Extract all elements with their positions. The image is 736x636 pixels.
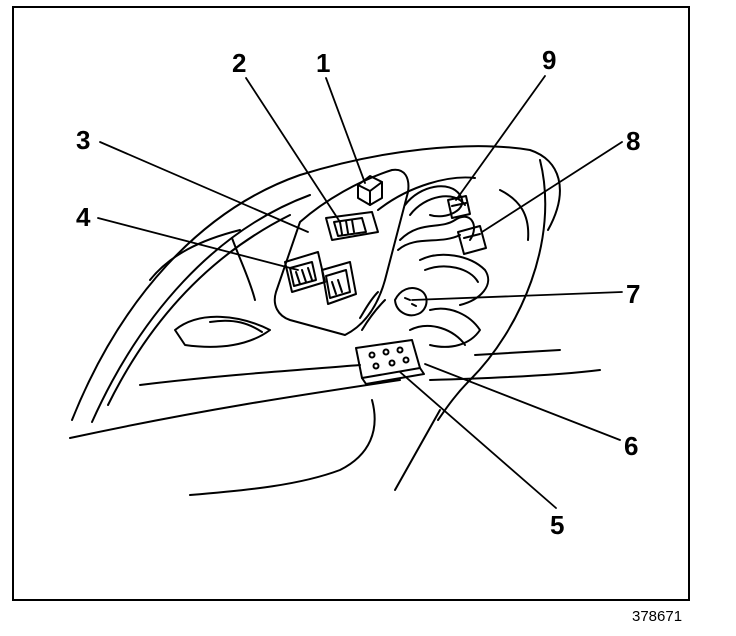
door-lock-switch: [325, 211, 379, 241]
callout-8: 8: [626, 126, 641, 156]
wiring-harness: [359, 185, 490, 348]
window-switches: [284, 251, 357, 305]
leader-line-1: [325, 77, 366, 184]
callout-5: 5: [550, 510, 565, 540]
leader-line-2: [245, 77, 341, 223]
callout-4: 4: [76, 202, 91, 232]
leader-line-5: [399, 371, 557, 509]
figure-id: 378671: [632, 608, 683, 625]
leader-line-4: [97, 217, 299, 271]
diagram-frame: [12, 6, 690, 601]
leader-line-7: [411, 291, 623, 301]
door-panel-outline: [69, 145, 601, 496]
callout-2: 2: [232, 48, 247, 78]
harness-connector-9: [447, 195, 471, 219]
leader-lines: [97, 75, 623, 509]
leader-line-8: [481, 141, 623, 233]
leader-line-3: [99, 141, 309, 233]
leader-line-6: [424, 363, 621, 441]
callout-6: 6: [624, 431, 639, 461]
mirror-control-knob: [357, 175, 383, 206]
harness-connector-8: [457, 225, 487, 255]
harness-connector-5: [355, 339, 425, 385]
callout-9: 9: [542, 45, 557, 75]
switch-module-housing: [273, 168, 410, 336]
callout-1: 1: [316, 48, 331, 78]
leader-line-9: [455, 75, 546, 201]
callout-3: 3: [76, 125, 91, 155]
callout-7: 7: [626, 279, 641, 309]
